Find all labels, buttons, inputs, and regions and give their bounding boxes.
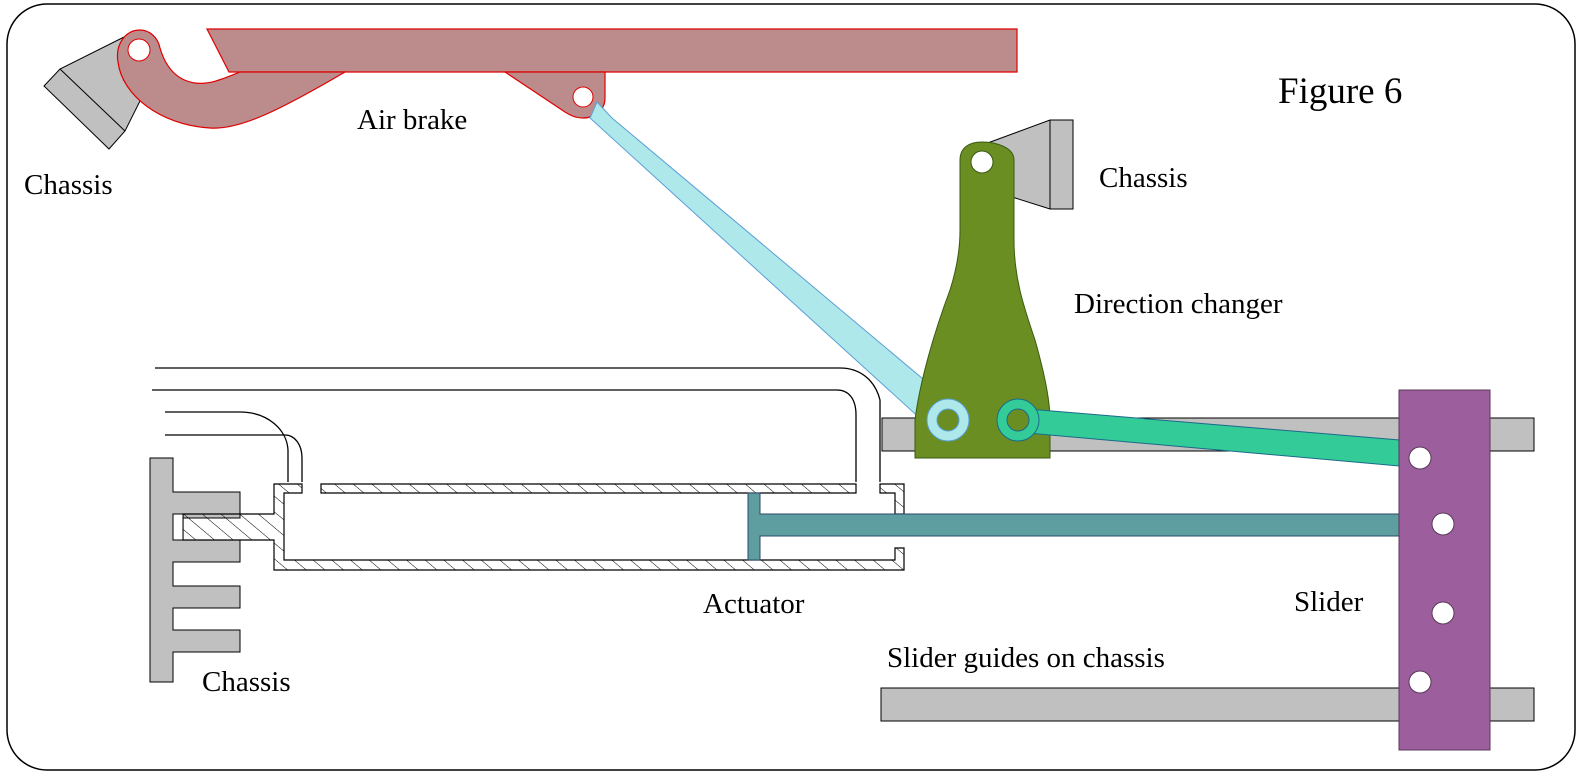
green-link-pin bbox=[1006, 408, 1030, 432]
figure-title: Figure 6 bbox=[1278, 71, 1402, 112]
slide-frame bbox=[6, 3, 1576, 771]
air-brake-arm bbox=[116, 29, 348, 129]
connecting-rod-pin bbox=[936, 408, 960, 432]
label-slider-guides: Slider guides on chassis bbox=[887, 642, 1165, 674]
direction-changer-pivot-hole bbox=[970, 150, 994, 174]
label-chassis-bottom-left: Chassis bbox=[202, 666, 291, 698]
direction-changer bbox=[914, 141, 1051, 459]
label-direction-changer: Direction changer bbox=[1074, 288, 1283, 320]
label-slider: Slider bbox=[1294, 586, 1364, 618]
pneumatic-lines bbox=[152, 367, 881, 482]
slider-hole-3 bbox=[1431, 601, 1455, 625]
label-chassis-top-left: Chassis bbox=[24, 169, 113, 201]
air-brake bbox=[116, 28, 1018, 129]
slider-hole-2 bbox=[1431, 512, 1455, 536]
air-brake-pivot-hole bbox=[127, 38, 151, 62]
label-air-brake: Air brake bbox=[357, 104, 467, 136]
label-chassis-top-right: Chassis bbox=[1099, 162, 1188, 194]
slider-hole-1 bbox=[1408, 446, 1432, 470]
slider bbox=[1398, 389, 1491, 751]
air-brake-lug-hole bbox=[572, 86, 594, 108]
slider-hole-4 bbox=[1408, 670, 1432, 694]
air-brake-plate bbox=[206, 28, 1018, 73]
label-actuator: Actuator bbox=[703, 588, 805, 620]
